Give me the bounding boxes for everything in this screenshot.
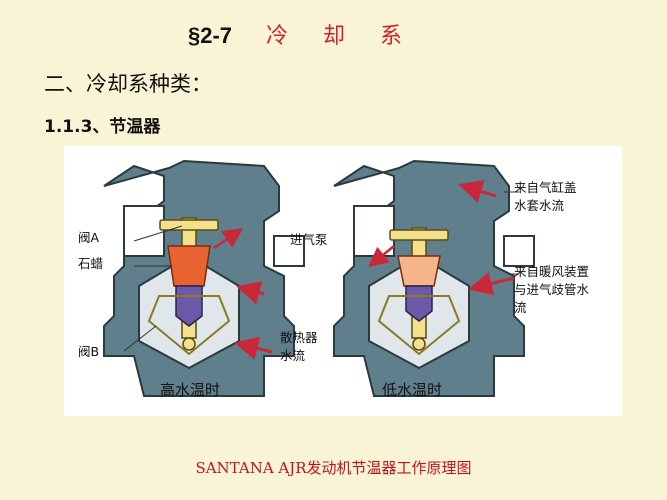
title-number: §2-7 [188,23,233,48]
section-heading: 二、冷却系种类： [44,72,212,96]
slide-title: §2-7 冷 却 系 [188,18,416,50]
label-from-cylinder-cover-line1: 来自气缸盖 [514,180,577,195]
label-from-heater-line2: 与进气歧管水 [514,282,590,297]
label-state-low-temp: 低水温时 [382,381,443,399]
subsection-heading: 1.1.3、节温器 [44,117,161,137]
label-radiator-flow-line2: 水流 [280,348,306,363]
label-paraffin: 石蜡 [78,256,104,271]
label-from-heater-line1: 来自暖风装置 [514,264,590,279]
title-text: 冷 却 系 [266,24,417,49]
label-intake-pump: 进气泵 [290,232,328,247]
thermostat-diagram: 阀A 石蜡 阀B 散热器 水流 进气泵 来自气缸盖 水套水流 来自暖风装置 与进… [64,146,622,416]
label-valve-a: 阀A [78,230,100,245]
housing-low-temp [333,159,535,397]
label-valve-b: 阀B [78,344,100,359]
label-state-high-temp: 高水温时 [160,381,221,399]
housing-high-temp [103,159,305,397]
thermostat-illustration [103,159,535,397]
figure-caption: SANTANA AJR发动机节温器工作原理图 [195,459,472,477]
label-from-cylinder-cover-line2: 水套水流 [514,198,565,213]
label-from-heater-line3: 流 [514,300,527,315]
label-radiator-flow-line1: 散热器 [280,330,318,345]
